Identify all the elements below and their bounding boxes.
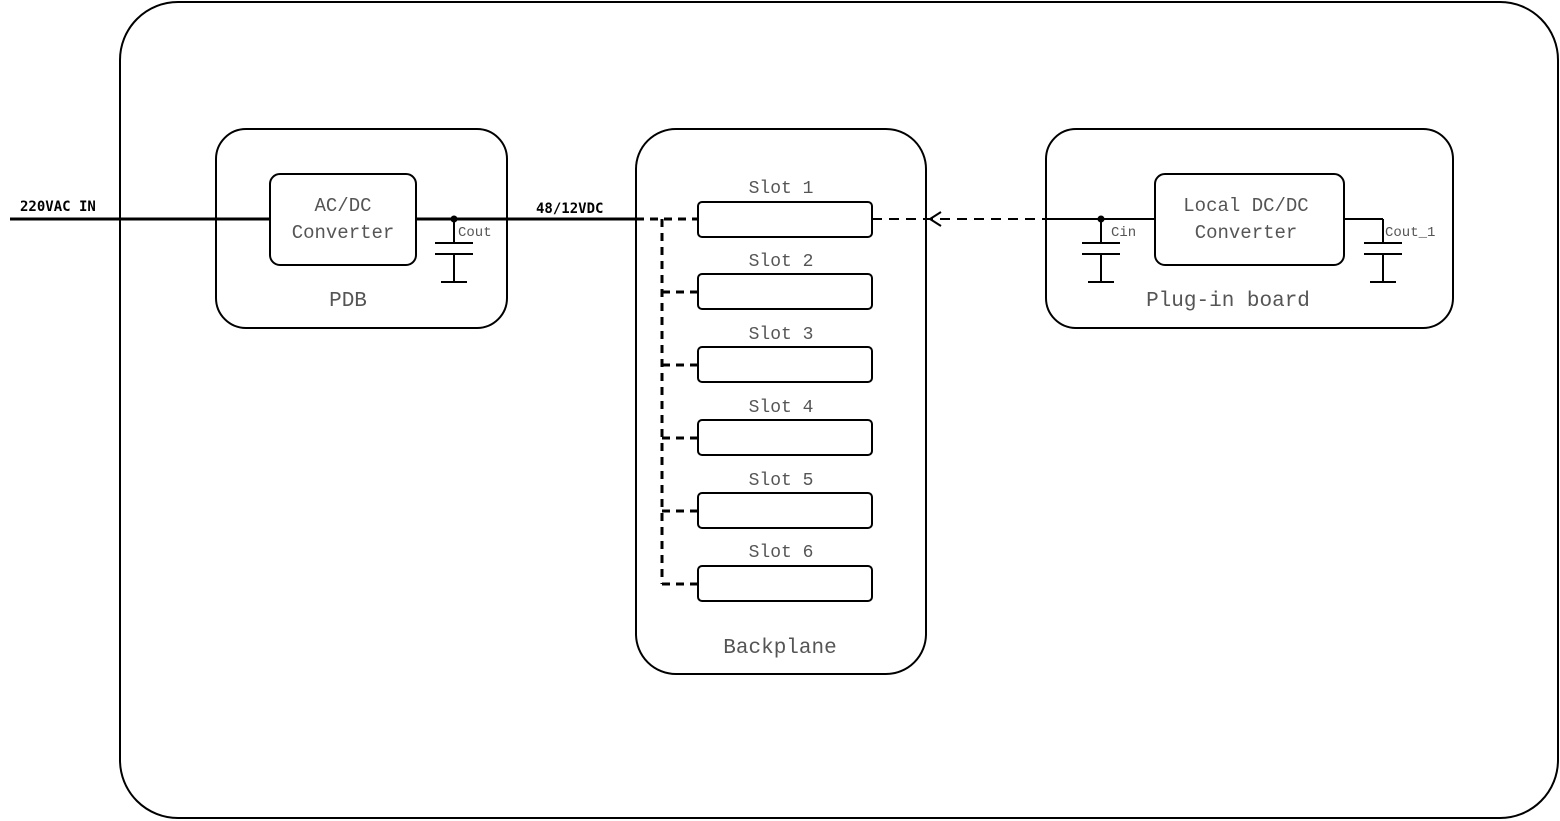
- slot-3-connector: [697, 346, 873, 383]
- backplane-title: Backplane: [723, 637, 836, 660]
- local-dc-dc-label-line2: Converter: [1195, 222, 1298, 244]
- cout-label: Cout: [458, 225, 492, 241]
- pdb-title: PDB: [329, 290, 367, 313]
- slot-1-label: Slot 1: [749, 179, 814, 199]
- slot-5-label: Slot 5: [749, 471, 814, 491]
- slot-6: Slot 6: [697, 543, 873, 602]
- plugin-board-title: Plug-in board: [1146, 290, 1310, 313]
- local-dc-dc-converter-box: [1154, 173, 1345, 266]
- plugin-to-slot1-arrow: [872, 211, 1046, 227]
- ac-dc-converter-label-line1: AC/DC: [314, 195, 371, 217]
- backplane-outline: [635, 128, 927, 675]
- ac-dc-converter-label-line2: Converter: [292, 222, 395, 244]
- cin-label: Cin: [1111, 225, 1136, 241]
- slot-2: Slot 2: [697, 252, 873, 310]
- plugin-board-block: Cin Local DC/DC Converter Cout_1 Plug-in…: [1045, 128, 1454, 329]
- pdb-outline: [215, 128, 508, 329]
- backplane-block: Slot 1 Slot 2 Slot 3 Slot 4 Slot 5 Slot …: [635, 128, 927, 675]
- ac-dc-converter-box: [269, 173, 417, 266]
- slot-4: Slot 4: [697, 398, 873, 456]
- slot-1: Slot 1: [697, 179, 873, 238]
- slot-4-connector: [697, 419, 873, 456]
- arrowhead-icon: [928, 211, 942, 227]
- dc-bus-label: 48/12VDC: [536, 201, 603, 217]
- slot-2-label: Slot 2: [749, 252, 814, 272]
- local-dc-dc-label-line1: Local DC/DC: [1183, 195, 1308, 217]
- cout-capacitor-icon: [435, 215, 473, 283]
- slot-5-connector: [697, 492, 873, 529]
- slot-5: Slot 5: [697, 471, 873, 529]
- slot-6-connector: [697, 565, 873, 602]
- slot-3-label: Slot 3: [749, 325, 814, 345]
- slot-6-label: Slot 6: [749, 543, 814, 563]
- cout1-label: Cout_1: [1385, 225, 1435, 241]
- plugin-board-outline: [1045, 128, 1454, 329]
- cout1-capacitor-icon: [1364, 219, 1402, 283]
- ac-input-label: 220VAC IN: [20, 199, 96, 215]
- slot-1-connector: [697, 201, 873, 238]
- slot-2-connector: [697, 273, 873, 310]
- slot-4-label: Slot 4: [749, 398, 814, 418]
- pdb-block: AC/DC Converter PDB Cout: [215, 128, 508, 329]
- cin-capacitor-icon: [1082, 215, 1120, 283]
- slot-3: Slot 3: [697, 325, 873, 383]
- chassis-outline: [119, 1, 1559, 819]
